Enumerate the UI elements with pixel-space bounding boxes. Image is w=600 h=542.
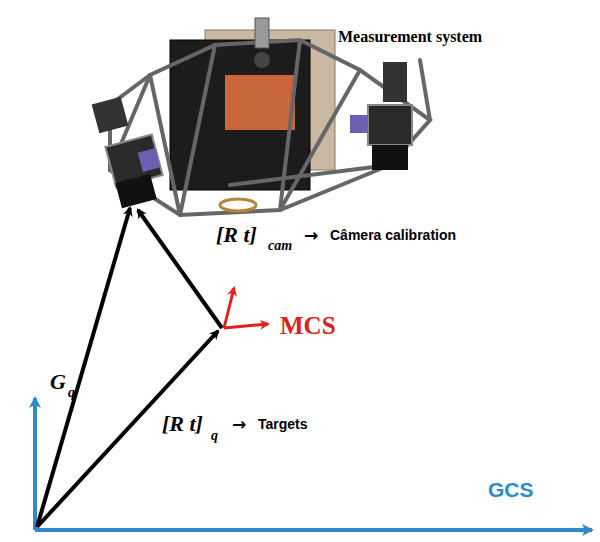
mcs-axis xyxy=(224,288,234,328)
gcs-axis xyxy=(35,528,592,532)
frame-label: MCS xyxy=(280,312,336,340)
mcs-axis xyxy=(224,324,268,328)
note-label: Targets xyxy=(258,417,308,432)
title-label: Measurement system xyxy=(338,28,482,46)
formula: [R t] xyxy=(216,223,257,247)
subscript: cam xyxy=(268,238,292,253)
vector-arrow xyxy=(138,210,222,328)
formula: [R t] xyxy=(162,412,203,436)
gcs-axis xyxy=(33,398,37,530)
arrow-glyph: → xyxy=(304,226,318,245)
frame-label: GCS xyxy=(488,478,534,501)
subscript: q xyxy=(211,428,218,443)
arrow-glyph: → xyxy=(232,415,246,434)
note-label: Câmera calibration xyxy=(330,228,456,243)
subscript: q xyxy=(68,385,75,400)
vector-arrow xyxy=(37,331,218,527)
measurement-rig xyxy=(92,18,430,215)
formula: G xyxy=(50,370,66,394)
